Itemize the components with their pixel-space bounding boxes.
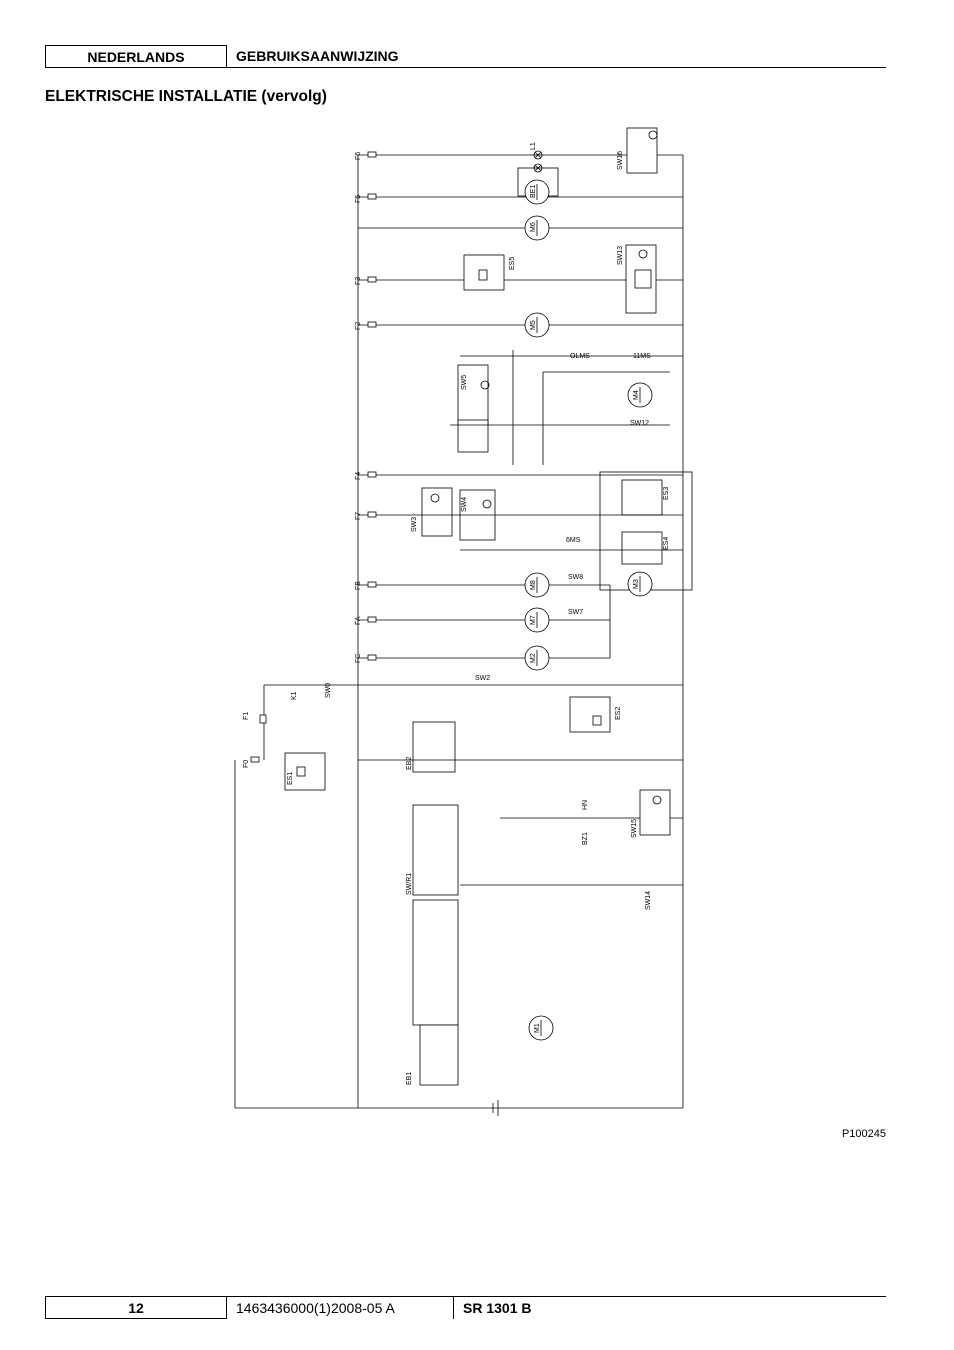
svg-text:SW0: SW0 (325, 683, 332, 698)
circuit-row (358, 585, 611, 671)
svg-text:6MS: 6MS (566, 537, 581, 544)
svg-text:SW16: SW16 (617, 151, 624, 170)
svg-text:ES1: ES1 (287, 772, 294, 785)
svg-text:SW4: SW4 (461, 497, 468, 512)
svg-text:EB1: EB1 (406, 1072, 413, 1085)
svg-text:FB: FB (355, 581, 362, 590)
svg-text:SW14: SW14 (645, 891, 652, 910)
svg-text:M5: M5 (530, 320, 537, 330)
svg-text:SW15: SW15 (631, 819, 638, 838)
circuit-row (358, 312, 683, 338)
svg-text:F5: F5 (355, 195, 362, 203)
svg-text:L1: L1 (530, 142, 537, 150)
circuit-row (358, 167, 683, 205)
svg-text:SW8: SW8 (568, 574, 583, 581)
svg-text:SW3: SW3 (411, 517, 418, 532)
page-number: 12 (45, 1297, 227, 1319)
svg-text:M7: M7 (530, 615, 537, 625)
section-title: ELEKTRISCHE INSTALLATIE (vervolg) (45, 88, 327, 105)
circuit-row (358, 607, 610, 633)
svg-text:BZ1: BZ1 (582, 832, 589, 845)
svg-text:OLMS: OLMS (570, 353, 590, 360)
svg-text:F1: F1 (243, 712, 250, 720)
svg-text:M1: M1 (534, 1023, 541, 1033)
svg-text:SW2: SW2 (475, 675, 490, 682)
wiring-diagram: F6 F5 F3 F2 F4 F7 FB FA FC F1 F0 BE1 M6 … (234, 127, 693, 1116)
svg-text:SW/R1: SW/R1 (406, 873, 413, 895)
language-label: NEDERLANDS (45, 45, 227, 67)
svg-text:ES4: ES4 (663, 537, 670, 550)
figure-reference: P100245 (841, 1128, 886, 1140)
page-footer: 12 1463436000(1)2008-05 A SR 1301 B (45, 1296, 886, 1320)
svg-text:EB2: EB2 (406, 757, 413, 770)
circuit-row (358, 244, 683, 314)
svg-text:M8: M8 (530, 580, 537, 590)
svg-text:M6: M6 (530, 222, 537, 232)
circuit-group (450, 350, 683, 465)
svg-text:M3: M3 (633, 579, 640, 589)
svg-text:M2: M2 (530, 653, 537, 663)
svg-text:SW13: SW13 (617, 246, 624, 265)
svg-text:FC: FC (355, 654, 362, 663)
svg-text:ES5: ES5 (509, 257, 516, 270)
svg-text:ES2: ES2 (615, 707, 622, 720)
svg-text:F7: F7 (355, 512, 362, 520)
svg-text:BE1: BE1 (530, 185, 537, 198)
svg-text:11MS: 11MS (633, 353, 651, 360)
circuit-row (460, 549, 683, 597)
page-header: NEDERLANDS GEBRUIKSAANWIJZING (45, 45, 886, 68)
control-section (234, 684, 683, 1108)
svg-text:ES3: ES3 (663, 487, 670, 500)
svg-text:K1: K1 (291, 691, 298, 700)
svg-text:HN: HN (582, 800, 589, 810)
model-name: SR 1301 B (453, 1297, 531, 1319)
svg-text:FA: FA (355, 616, 362, 625)
svg-text:SW12: SW12 (630, 420, 649, 427)
svg-text:F6: F6 (355, 152, 362, 160)
svg-text:F4: F4 (355, 472, 362, 480)
manual-title: GEBRUIKSAANWIJZING (236, 48, 399, 64)
svg-text:F0: F0 (243, 760, 250, 768)
svg-text:F2: F2 (355, 322, 362, 330)
svg-text:SW5: SW5 (461, 375, 468, 390)
document-code: 1463436000(1)2008-05 A (236, 1300, 395, 1316)
board-section (235, 789, 683, 1116)
circuit-row (358, 511, 683, 518)
circuit-row (358, 572, 610, 598)
circuit-row (358, 127, 683, 174)
svg-text:M4: M4 (633, 390, 640, 400)
svg-text:SW7: SW7 (568, 609, 583, 616)
svg-text:F3: F3 (355, 277, 362, 285)
circuit-row (358, 215, 683, 241)
